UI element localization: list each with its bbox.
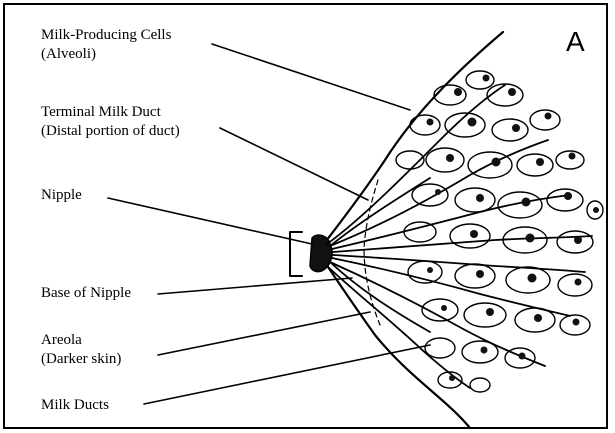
alveoli-clusters bbox=[396, 71, 603, 392]
label-alveoli-title: Milk-Producing Cells bbox=[41, 26, 171, 45]
panel-letter: A bbox=[566, 26, 585, 58]
leader-alveoli bbox=[212, 44, 410, 110]
label-milk-ducts: Milk Ducts bbox=[41, 396, 109, 415]
label-base-of-nipple: Base of Nipple bbox=[41, 284, 131, 303]
nipple-bracket bbox=[290, 232, 302, 276]
leader-terminal-duct bbox=[220, 128, 368, 200]
label-areola-subtitle: (Darker skin) bbox=[41, 350, 121, 369]
leader-base-of-nipple bbox=[158, 278, 352, 294]
milk-ducts-lines bbox=[327, 85, 592, 388]
leader-nipple bbox=[108, 198, 312, 244]
label-terminal-duct-subtitle: (Distal portion of duct) bbox=[41, 122, 180, 141]
label-areola-title: Areola bbox=[41, 331, 82, 350]
leader-areola bbox=[158, 312, 370, 355]
leader-milk-ducts bbox=[144, 345, 430, 404]
label-nipple: Nipple bbox=[41, 186, 82, 205]
label-alveoli-subtitle: (Alveoli) bbox=[41, 45, 96, 64]
label-terminal-duct-title: Terminal Milk Duct bbox=[41, 103, 161, 122]
